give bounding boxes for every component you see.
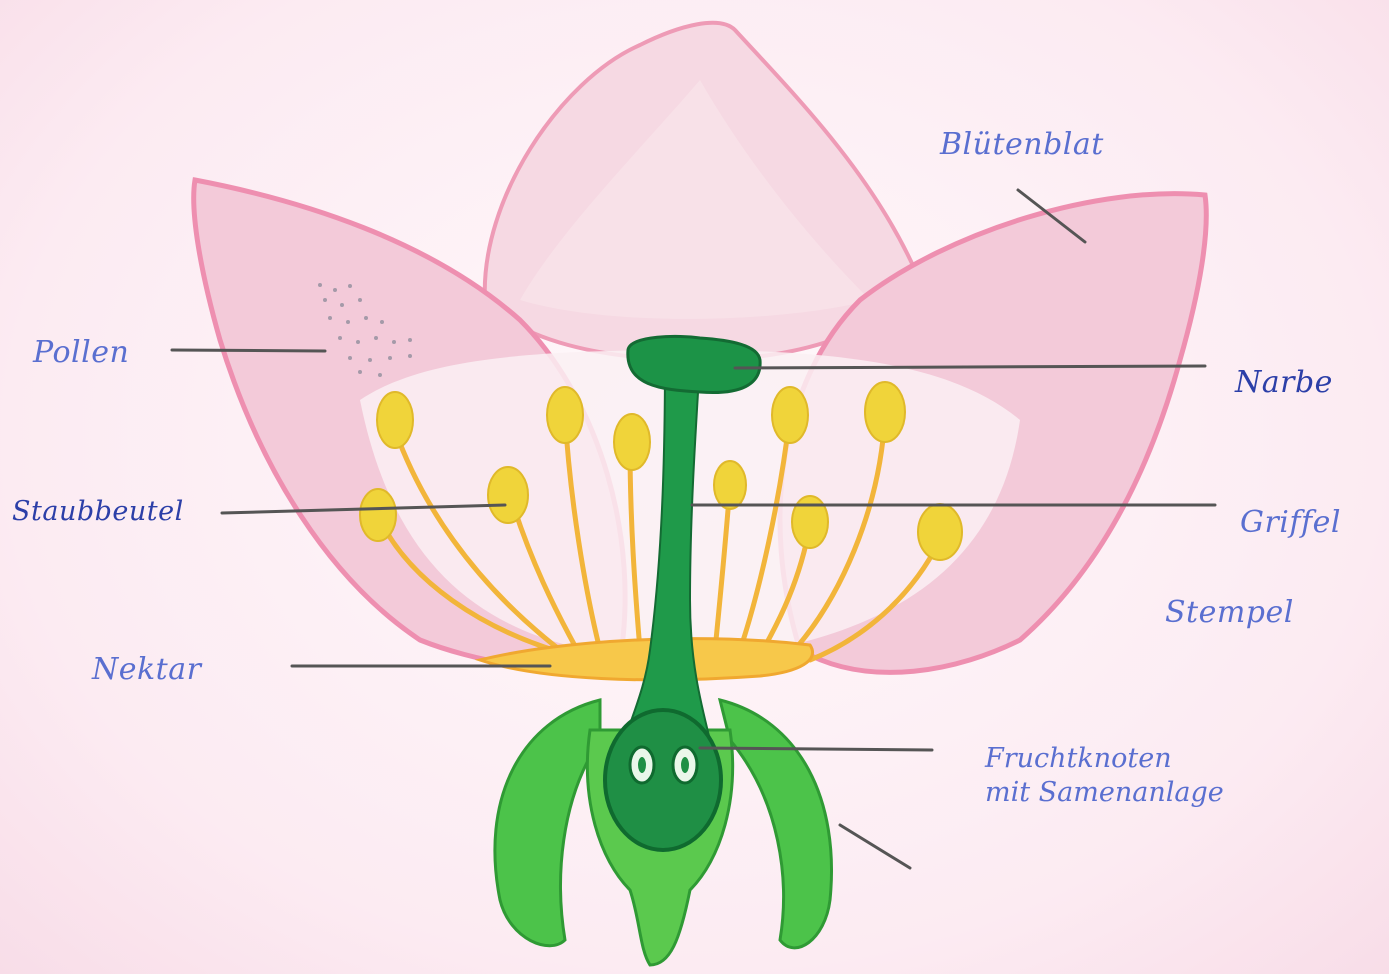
label-fruchtknoten-line2: mit Samenanlage — [985, 776, 1224, 810]
label-fruchtknoten: Fruchtknoten mit Samenanlage — [985, 742, 1224, 810]
label-fruchtknoten-line1: Fruchtknoten — [985, 742, 1224, 776]
ovary — [605, 710, 721, 850]
label-narbe: Narbe — [1235, 368, 1333, 398]
leader-narbe — [735, 366, 1205, 368]
stigma — [628, 336, 760, 392]
sepal-left — [495, 700, 600, 946]
label-stempel: Stempel — [1165, 598, 1294, 628]
label-staubbeutel: Staubbeutel — [12, 498, 184, 525]
label-nektar: Nektar — [92, 655, 201, 685]
leader-fruchtknoten — [700, 748, 932, 750]
label-pollen: Pollen — [33, 338, 129, 368]
leader-pollen — [172, 350, 325, 351]
leader-sepal — [840, 825, 910, 868]
label-bluetenblatt: Blütenblat — [940, 130, 1104, 160]
sepal-right — [720, 700, 832, 948]
label-griffel: Griffel — [1240, 508, 1341, 538]
